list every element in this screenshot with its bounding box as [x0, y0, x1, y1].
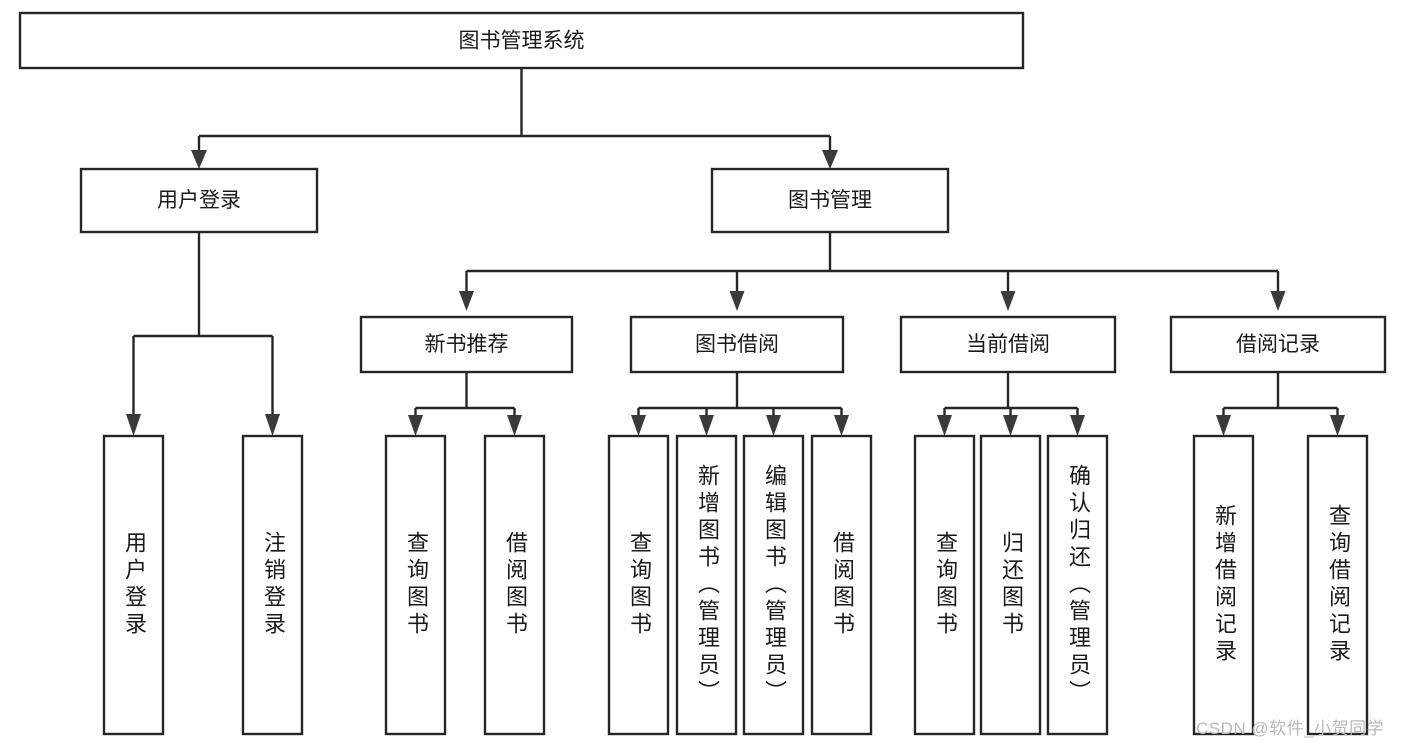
node-borrow-record-label: 借阅记录 — [1236, 333, 1320, 356]
node-root-label: 图书管理系统 — [459, 30, 585, 53]
arrow-icon-bookborrow-leaf-0 — [631, 415, 646, 436]
arrow-icon-to-l3-3 — [1270, 291, 1286, 311]
node-user-login-label: 用户登录 — [157, 189, 241, 212]
node-book-manage-box[interactable] — [710, 167, 950, 234]
arrow-icon-to-user-login — [191, 150, 207, 169]
node-book-borrow-label: 图书借阅 — [695, 333, 779, 356]
arrow-icon-to-l3-2 — [1000, 291, 1016, 311]
node-current-borrow-box[interactable] — [899, 315, 1117, 374]
node-root-box[interactable] — [18, 11, 1025, 70]
arrowheads-layer — [126, 150, 1345, 436]
node-borrow-record-box[interactable] — [1169, 315, 1387, 374]
arrow-icon-newbook-leaf-1 — [507, 415, 522, 436]
arrow-icon-currentborrow-leaf-1 — [1003, 415, 1018, 436]
node-new-book-recommend[interactable]: 新书推荐 — [359, 315, 574, 374]
arrow-icon-to-l3-1 — [729, 291, 745, 311]
node-book-borrow[interactable]: 图书借阅 — [629, 315, 845, 374]
node-current-borrow-label: 当前借阅 — [966, 333, 1050, 356]
node-new-book-recommend-label: 新书推荐 — [425, 333, 509, 356]
arrow-icon-currentborrow-leaf-0 — [937, 415, 952, 436]
node-user-login[interactable]: 用户登录 — [79, 167, 319, 234]
node-user-login-box[interactable] — [79, 167, 319, 234]
leaf-box-new-book-1[interactable] — [483, 434, 546, 736]
leaf-box-borrow-record-0[interactable] — [1192, 434, 1255, 736]
arrow-icon-bookborrow-leaf-1 — [699, 415, 714, 436]
arrow-icon-borrowrecord-leaf-1 — [1330, 415, 1345, 436]
node-current-borrow[interactable]: 当前借阅 — [899, 315, 1117, 374]
leaf-box-book-borrow-0[interactable] — [607, 434, 670, 736]
leaf-box-book-borrow-1[interactable] — [675, 434, 738, 736]
leaf-box-current-borrow-1[interactable] — [979, 434, 1042, 736]
node-borrow-record[interactable]: 借阅记录 — [1169, 315, 1387, 374]
leaf-box-current-borrow-0[interactable] — [913, 434, 976, 736]
leaf-box-book-borrow-2[interactable] — [742, 434, 805, 736]
node-root[interactable]: 图书管理系统 — [18, 11, 1025, 70]
leaf-box-user-login-1[interactable] — [241, 434, 304, 736]
leaf-box-borrow-record-1[interactable] — [1306, 434, 1369, 736]
arrow-icon-userlogin-leaf-1 — [265, 414, 280, 436]
arrow-icon-userlogin-leaf-0 — [126, 414, 141, 436]
arrow-icon-newbook-leaf-0 — [408, 415, 423, 436]
arrow-icon-bookborrow-leaf-2 — [766, 415, 781, 436]
leaf-box-book-borrow-3[interactable] — [810, 434, 873, 736]
arrow-icon-currentborrow-leaf-2 — [1070, 415, 1085, 436]
leaf-box-user-login-0[interactable] — [102, 434, 165, 736]
node-book-manage[interactable]: 图书管理 — [710, 167, 950, 234]
node-new-book-recommend-box[interactable] — [359, 315, 574, 374]
arrow-icon-borrowrecord-leaf-0 — [1216, 415, 1231, 436]
arrow-icon-bookborrow-leaf-3 — [834, 415, 849, 436]
csdn-watermark: CSDN @软件_小贺同学 — [1196, 719, 1385, 738]
arrow-icon-to-book-manage — [822, 150, 838, 169]
leaf-box-current-borrow-2[interactable] — [1046, 434, 1109, 736]
leaf-box-new-book-0[interactable] — [384, 434, 447, 736]
node-book-manage-label: 图书管理 — [788, 189, 872, 212]
leaf-boxes-layer — [102, 434, 1369, 736]
node-book-borrow-box[interactable] — [629, 315, 845, 374]
arrow-icon-to-l3-0 — [459, 291, 474, 311]
